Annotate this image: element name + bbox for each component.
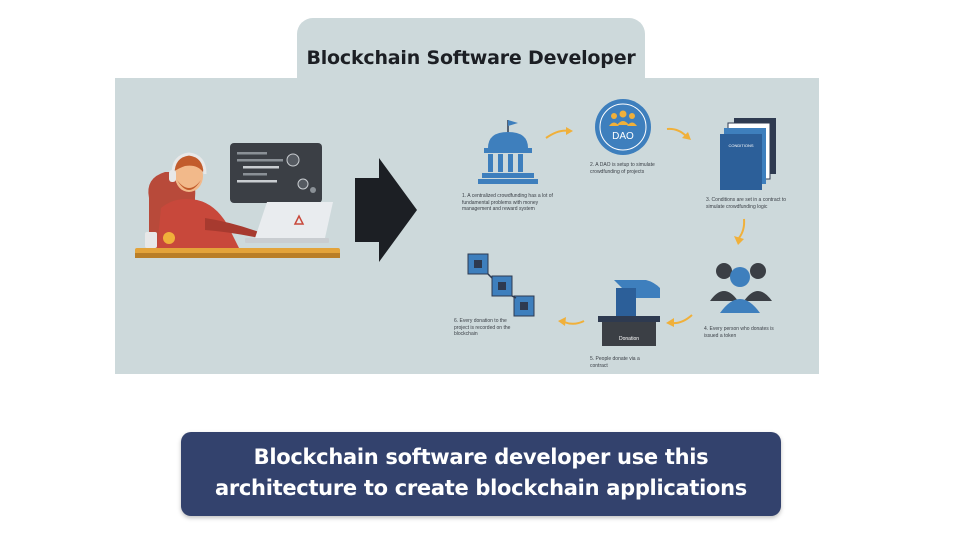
title-tab [297,18,645,80]
step-4-text: 4. Every person who donates is issued a … [704,326,774,339]
caption-line-2: architecture to create blockchain applic… [214,476,747,500]
flow-arrow-2 [666,126,694,146]
laptop [255,202,333,238]
blocks-icon [464,252,544,330]
people-icon [700,255,780,329]
flow-arrow-5 [556,314,586,333]
step-6-text: 6. Every donation to the project is reco… [454,318,511,337]
donation-box-icon [594,278,666,352]
conditions-label: CONDITIONS [728,143,754,148]
caption-line-1: Blockchain software developer use this [253,445,709,469]
dao-icon [594,98,652,160]
page-title: Blockchain Software Developer [306,47,636,69]
dao-label: DAO [612,131,634,142]
step-5-text: 5. People donate via a contract [590,356,640,369]
step-1-text: 1. A centralized crowdfunding has a lot … [462,193,553,212]
flow-arrow-4 [664,312,694,332]
developer-illustration [135,138,345,272]
flow-arrow-3 [732,218,748,252]
caption-box: Blockchain software developer use this a… [181,432,781,516]
flow-arrow-1 [545,126,575,145]
step-2-text: 2. A DAO is setup to simulate crowdfundi… [590,162,655,175]
big-arrow [355,158,417,266]
donation-label: Donation [618,336,639,342]
step-3-text: 3. Conditions are set in a contract to s… [706,197,787,210]
building-icon [478,118,544,192]
documents-icon [716,118,778,196]
